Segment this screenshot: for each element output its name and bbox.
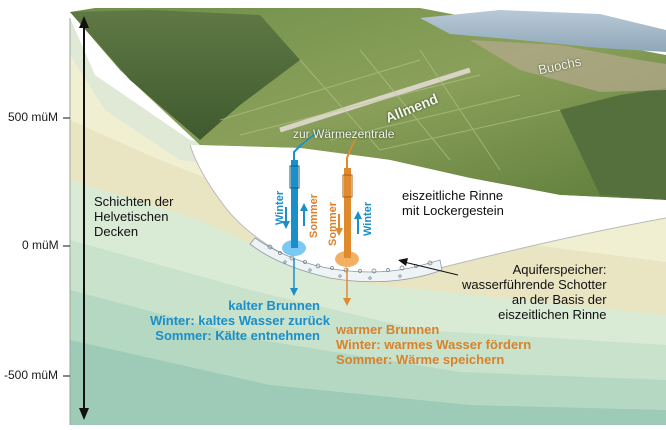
- channel-line-2: mit Lockergestein: [402, 203, 504, 218]
- cold-well-label: kalter Brunnen Winter: kaltes Wasser zur…: [150, 298, 320, 343]
- cold-well-winter: Winter: kaltes Wasser zurück: [150, 313, 320, 328]
- warm-well-title: warmer Brunnen: [336, 322, 531, 337]
- channel-label: eiszeitliche Rinne mit Lockergestein: [402, 188, 504, 218]
- aquifer-line-2: wasserführende Schotter: [462, 277, 607, 292]
- aquifer-line-3: an der Basis der: [462, 292, 607, 307]
- helvetic-layers-label: Schichten der Helvetischen Decken: [94, 194, 174, 239]
- helvetic-line-3: Decken: [94, 224, 174, 239]
- channel-line-1: eiszeitliche Rinne: [402, 188, 504, 203]
- heat-plant-label: zur Wärmezentrale: [293, 127, 394, 141]
- aquifer-line-1: Aquiferspeicher:: [462, 262, 607, 277]
- axis-label-500: 500 müM: [8, 110, 58, 124]
- axis-label-0: 0 müM: [22, 238, 59, 252]
- helvetic-line-1: Schichten der: [94, 194, 174, 209]
- warm-well-summer: Sommer: Wärme speichern: [336, 352, 531, 367]
- aquifer-label: Aquiferspeicher: wasserführende Schotter…: [462, 262, 607, 322]
- cold-well-title: kalter Brunnen: [150, 298, 320, 313]
- cold-well-summer: Sommer: Kälte entnehmen: [150, 328, 320, 343]
- axis-label-minus500: -500 müM: [4, 368, 58, 382]
- helvetic-line-2: Helvetischen: [94, 209, 174, 224]
- cold-arrow-winter-label: Winter: [274, 191, 286, 225]
- cold-well-pipe: [291, 160, 298, 248]
- warm-arrow-summer-label: Sommer: [327, 202, 339, 246]
- aquifer-line-4: eiszeitlichen Rinne: [462, 307, 607, 322]
- cold-arrow-summer-label: Sommer: [308, 194, 320, 238]
- warm-well-winter: Winter: warmes Wasser fördern: [336, 337, 531, 352]
- warm-well-pipe: [344, 168, 351, 258]
- warm-well-label: warmer Brunnen Winter: warmes Wasser för…: [336, 322, 531, 367]
- warm-arrow-winter-label: Winter: [362, 202, 374, 236]
